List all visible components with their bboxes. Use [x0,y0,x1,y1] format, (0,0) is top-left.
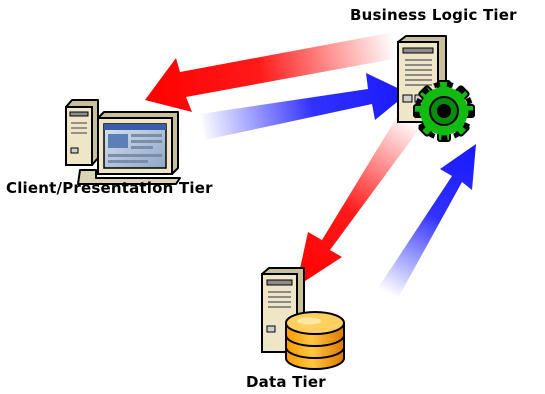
client-presentation-tier-label: Client/Presentation Tier [6,179,213,197]
arrow-data-to-business [378,144,476,298]
database-icon [285,311,345,370]
desktop-computer-icon [65,99,181,185]
data-tier-label: Data Tier [246,373,326,391]
arrow-client-to-business [200,73,408,140]
gear-icon [413,80,475,142]
arrow-business-to-client [145,32,399,112]
arrow-business-to-data [296,112,420,287]
business-logic-tier-label: Business Logic Tier [350,6,517,24]
